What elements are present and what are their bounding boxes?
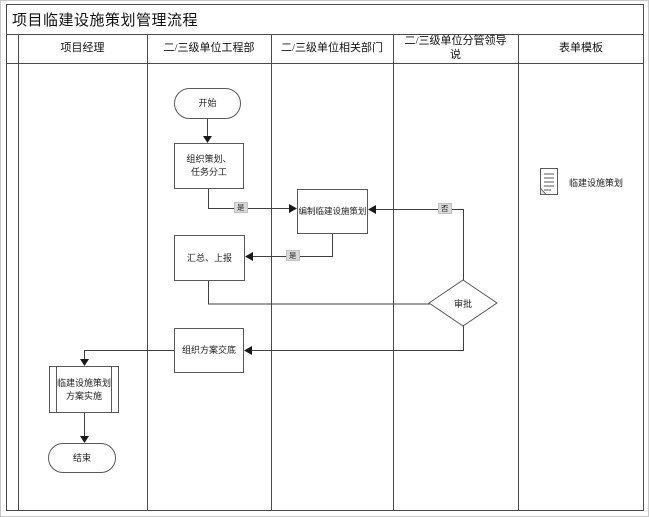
compile-plan-node: 编制临建设施策划 — [297, 189, 368, 234]
diagram-title: 项目临建设施策划管理流程 — [12, 12, 199, 29]
summarize-report-node: 汇总、上报 — [174, 235, 245, 281]
organize-planning-line1: 组织策划、 — [186, 154, 232, 165]
edge-label-yes-1: 是 — [234, 202, 248, 214]
header-divider — [6, 63, 644, 64]
end-node: 结束 — [48, 443, 116, 473]
title-divider — [6, 34, 644, 35]
edge-label-yes-2: 是 — [286, 250, 300, 262]
lane-divider-1 — [147, 34, 148, 511]
document-label: 临建设施策划 — [569, 178, 624, 188]
lane-header-form: 表单模板 — [559, 41, 603, 54]
lane-divider-4 — [518, 34, 519, 511]
implement-plan-node: 临建设施策划 方案实施 — [49, 366, 119, 413]
start-label: 开始 — [198, 98, 217, 109]
implement-plan-line1: 临建设施策划 — [56, 377, 111, 388]
organize-briefing-label: 组织方案交底 — [181, 345, 236, 356]
predefined-process-bar-right — [111, 367, 112, 412]
compile-plan-label: 编制临建设施策划 — [298, 205, 367, 216]
predefined-process-bar-left — [56, 367, 57, 412]
lane-divider-3 — [393, 34, 394, 511]
end-label: 结束 — [72, 452, 91, 463]
organize-planning-node: 组织策划、 任务分工 — [174, 143, 244, 189]
start-node: 开始 — [174, 88, 241, 119]
lane-header-related: 二/三级单位相关部门 — [280, 41, 384, 54]
implement-plan-line2: 方案实施 — [65, 390, 102, 401]
organize-planning-line2: 任务分工 — [190, 167, 227, 177]
diagram-frame — [6, 4, 644, 511]
edge-label-no: 否 — [438, 203, 452, 215]
lane-header-manager: 项目经理 — [60, 41, 105, 54]
left-strip-divider — [18, 34, 19, 511]
approve-label: 审批 — [453, 298, 472, 309]
organize-briefing-node: 组织方案交底 — [174, 328, 244, 373]
lane-divider-2 — [271, 34, 272, 511]
lane-header-engineering: 二/三级单位工程部 — [163, 41, 255, 54]
approve-node: 审批 — [429, 280, 497, 326]
summarize-report-label: 汇总、上报 — [186, 252, 232, 263]
lane-header-leader: 二/三级单位分管领导说 — [404, 35, 507, 61]
